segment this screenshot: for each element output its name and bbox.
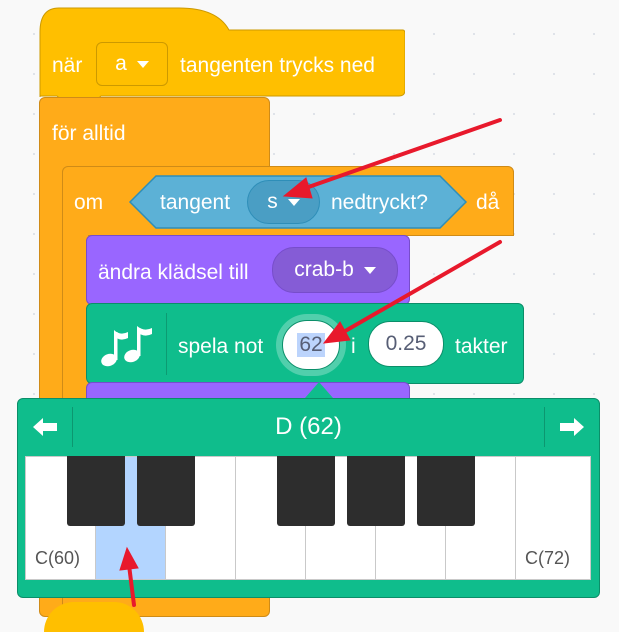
sensing-suffix-label: nedtryckt?	[331, 191, 428, 214]
piano-key-high-c[interactable]: C(72)	[515, 456, 591, 580]
switch-costume-block[interactable]	[86, 235, 410, 305]
music-notes-icon	[101, 326, 152, 367]
arrow-line-1	[298, 118, 502, 192]
looks-label: ändra klädsel till	[98, 261, 249, 284]
block-divider	[166, 313, 167, 375]
popup-pointer	[305, 382, 333, 398]
piano-popup: D (62) C(60) C(72)	[17, 398, 600, 598]
arrow-line-2	[338, 240, 502, 336]
arrow-line-3	[127, 563, 136, 607]
key-dropdown-value: a	[115, 52, 127, 75]
music-mid-label: i	[351, 335, 356, 358]
high-c-label: C(72)	[525, 548, 571, 568]
music-prefix-label: spela not	[178, 335, 264, 358]
note-value: 62	[297, 333, 325, 357]
sensing-key-value: s	[267, 190, 278, 213]
piano-key-g-sharp[interactable]	[347, 456, 405, 526]
note-name-label: D (62)	[275, 413, 342, 440]
arrow-head-2	[322, 321, 351, 344]
annotation-arrows	[119, 118, 502, 607]
low-c-label: C(60)	[35, 548, 81, 568]
beats-input[interactable]: 0.25	[368, 321, 444, 367]
chevron-down-icon	[136, 60, 149, 68]
header-divider-right	[544, 407, 545, 447]
chevron-down-icon	[287, 198, 300, 206]
left-arrow-icon	[33, 418, 57, 436]
header-divider-left	[72, 407, 73, 447]
hat-prefix-label: när	[52, 54, 83, 77]
next-octave-button[interactable]	[545, 399, 599, 455]
piano-key-d-sharp[interactable]	[137, 456, 195, 526]
sensing-prefix-label: tangent	[160, 191, 231, 214]
piano-key-c-sharp[interactable]	[67, 456, 125, 526]
prev-octave-button[interactable]	[18, 399, 72, 455]
forever-label: för alltid	[52, 122, 126, 145]
costume-dropdown[interactable]: crab-b	[272, 247, 398, 293]
if-suffix-label: då	[476, 191, 500, 214]
chevron-down-icon	[363, 266, 376, 274]
piano-keyboard: C(60) C(72)	[25, 456, 591, 582]
key-dropdown[interactable]: a	[96, 42, 168, 86]
right-arrow-icon	[560, 418, 584, 436]
piano-key-a-sharp[interactable]	[417, 456, 475, 526]
costume-value: crab-b	[294, 258, 354, 281]
note-input[interactable]: 62	[282, 320, 340, 370]
music-suffix-label: takter	[455, 335, 508, 358]
arrow-head-3	[119, 546, 139, 571]
if-prefix-label: om	[74, 191, 104, 214]
arrow-head-1	[282, 177, 313, 199]
beats-value: 0.25	[385, 332, 427, 355]
hat-suffix-label: tangenten trycks ned	[180, 54, 375, 77]
piano-key-f-sharp[interactable]	[277, 456, 335, 526]
